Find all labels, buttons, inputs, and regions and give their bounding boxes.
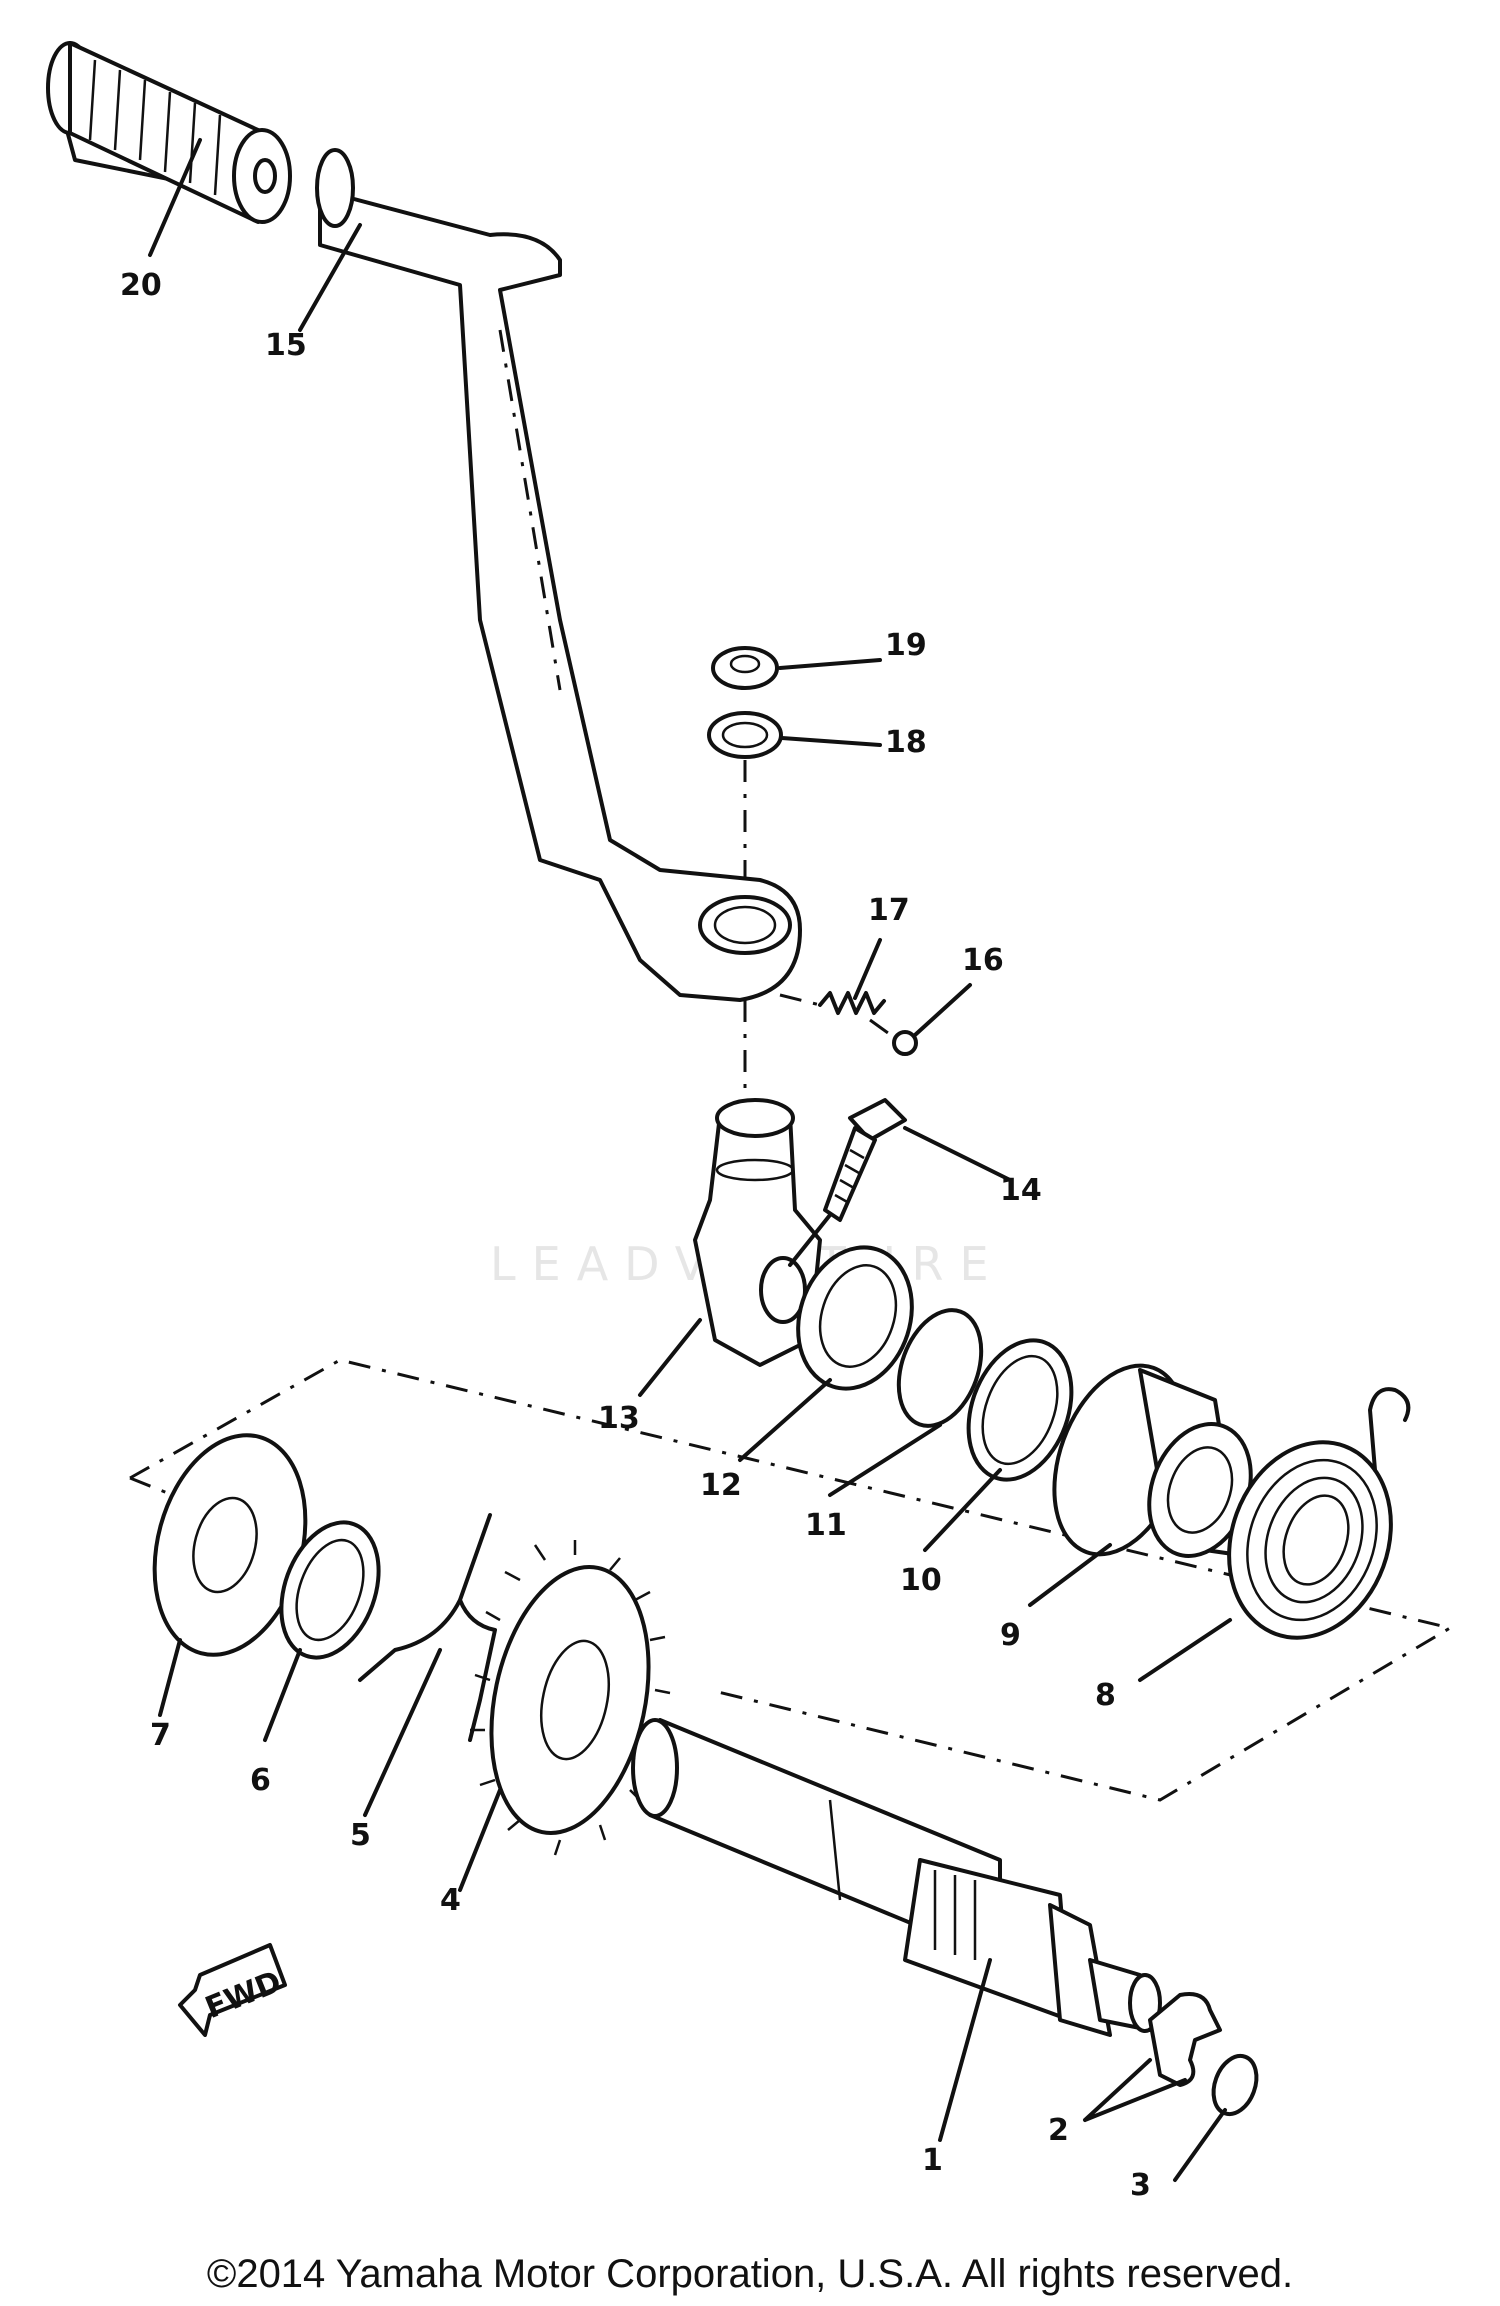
label-12: 12 <box>700 1468 742 1503</box>
part-1-kick-axle <box>631 1718 1162 2037</box>
label-6: 6 <box>250 1763 271 1798</box>
part-8-torsion-spring <box>1227 1387 1411 1640</box>
part-16-ball <box>892 1030 918 1056</box>
part-17-spring <box>818 991 886 1015</box>
label-17: 17 <box>868 893 910 928</box>
label-7: 7 <box>150 1718 171 1753</box>
leader-lines <box>148 138 1232 2182</box>
part-6-circlip <box>279 1520 381 1660</box>
part-19-nut <box>711 646 779 690</box>
label-15: 15 <box>265 328 307 363</box>
part-12-oil-seal <box>796 1245 914 1391</box>
assembly-boundary <box>129 1358 1454 1802</box>
label-16: 16 <box>962 943 1004 978</box>
label-8: 8 <box>1095 1678 1116 1713</box>
label-2: 2 <box>1048 2113 1069 2148</box>
label-1: 1 <box>922 2143 943 2178</box>
part-11-circlip <box>896 1308 984 1428</box>
label-19: 19 <box>885 628 927 663</box>
label-9: 9 <box>1000 1618 1021 1653</box>
part-3-circlip <box>1211 2053 1259 2117</box>
label-14: 14 <box>1000 1173 1042 1208</box>
part-5-clip <box>358 1513 497 1742</box>
part-number-labels: 20 15 19 18 17 16 14 13 12 11 10 9 8 7 6… <box>120 268 1151 2203</box>
label-4: 4 <box>440 1883 461 1918</box>
label-20: 20 <box>120 268 162 303</box>
part-18-lock-washer <box>707 711 783 759</box>
fwd-arrow-icon: FWD <box>178 1943 287 2037</box>
label-3: 3 <box>1130 2168 1151 2203</box>
part-20-grip <box>46 41 292 224</box>
label-10: 10 <box>900 1563 942 1598</box>
label-13: 13 <box>598 1401 640 1436</box>
label-5: 5 <box>350 1818 371 1853</box>
part-2-kick-clip <box>1148 1992 1222 2087</box>
part-15-kick-lever <box>315 148 802 1002</box>
label-11: 11 <box>805 1508 847 1543</box>
part-14-bolt <box>823 1098 907 1222</box>
label-18: 18 <box>885 725 927 760</box>
copyright-notice: ©2014 Yamaha Motor Corporation, U.S.A. A… <box>206 2252 1294 2296</box>
